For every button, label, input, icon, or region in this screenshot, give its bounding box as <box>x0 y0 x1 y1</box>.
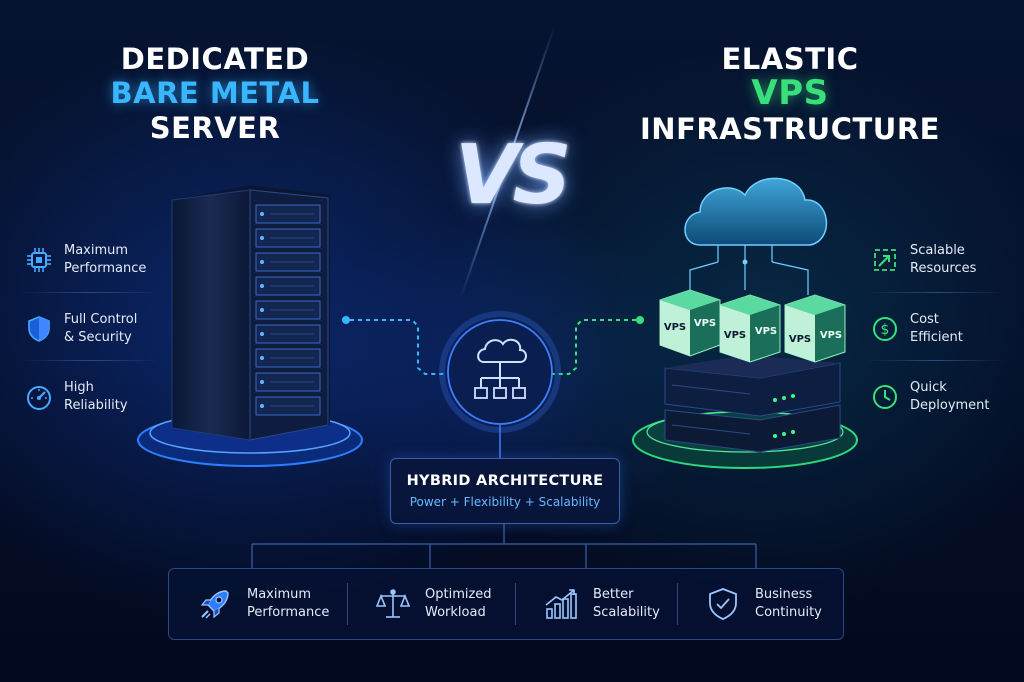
rack-led <box>260 236 264 240</box>
benefit-line1: Business <box>755 587 813 602</box>
vps-label: VPS <box>789 334 811 345</box>
feature-line1: Full Control <box>64 312 138 327</box>
feature-line2: Resources <box>910 261 977 276</box>
feature-line2: Reliability <box>64 398 128 413</box>
server-rack-illustration <box>171 185 330 441</box>
vps-cube-3: VPS VPS <box>784 294 846 363</box>
vps-cubes: VPS VPS VPS VPS VPS VPS <box>659 289 846 363</box>
vs-label: VS <box>455 128 572 223</box>
shield-lock-icon <box>24 314 54 344</box>
separator <box>866 292 1006 293</box>
hybrid-hub-icon <box>439 311 561 458</box>
bottom-tree-lines <box>251 522 757 568</box>
right-title: ELASTIC VPS INFRASTRUCTURE <box>640 44 940 145</box>
benefit-line1: Better <box>593 587 634 602</box>
vps-host-servers <box>664 355 841 453</box>
speedometer-icon <box>24 382 54 412</box>
clock-icon <box>870 382 900 412</box>
benefit-divider <box>515 583 516 625</box>
benefit-line2: Performance <box>247 605 330 620</box>
hybrid-architecture-box: HYBRID ARCHITECTURE Power + Flexibility … <box>390 458 620 524</box>
cloud-illustration <box>684 177 827 295</box>
rack-led <box>260 260 264 264</box>
connector-lines <box>342 316 644 375</box>
left-title-line2: BARE METAL <box>110 76 320 111</box>
right-title-line2: VPS <box>751 73 829 114</box>
vps-label: VPS <box>724 330 746 341</box>
balance-scale-icon <box>373 584 413 624</box>
left-title-line3: SERVER <box>149 110 281 145</box>
right-title-line3: INFRASTRUCTURE <box>640 112 940 147</box>
separator <box>866 360 1006 361</box>
rack-led <box>260 380 264 384</box>
rack-led <box>260 308 264 312</box>
rack-led <box>260 356 264 360</box>
separator <box>20 292 160 293</box>
rack-led <box>260 284 264 288</box>
right-title-line1: ELASTIC <box>721 42 859 76</box>
benefit-line2: Continuity <box>755 605 822 620</box>
hybrid-title: HYBRID ARCHITECTURE <box>406 473 604 489</box>
benefit-divider <box>347 583 348 625</box>
feature-line1: Cost <box>910 312 939 327</box>
shield-check-icon <box>703 584 743 624</box>
feature-line2: & Security <box>64 330 132 345</box>
vps-label: VPS <box>664 322 686 333</box>
cpu-chip-icon <box>24 245 54 275</box>
benefit-line2: Scalability <box>593 605 660 620</box>
vps-cube-1: VPS VPS <box>659 289 721 357</box>
scale-arrows-icon <box>870 245 900 275</box>
benefit-line1: Optimized <box>425 587 492 602</box>
vps-label: VPS <box>820 330 842 341</box>
hybrid-subtitle: Power + Flexibility + Scalability <box>409 495 601 509</box>
benefit-divider <box>677 583 678 625</box>
rack-led <box>260 332 264 336</box>
feature-line1: Maximum <box>64 243 129 258</box>
left-feature-security: Full Control & Security <box>24 311 137 347</box>
feature-line1: High <box>64 380 94 395</box>
separator <box>20 360 160 361</box>
benefit-line2: Workload <box>425 605 486 620</box>
growth-chart-icon <box>541 584 581 624</box>
dollar-coin-icon: $ <box>870 314 900 344</box>
vps-label: VPS <box>755 326 777 337</box>
feature-line1: Quick <box>910 380 947 395</box>
vps-cube-2: VPS VPS <box>719 294 781 363</box>
feature-line2: Efficient <box>910 330 963 345</box>
svg-text:$: $ <box>881 322 890 338</box>
left-title: DEDICATED BARE METAL SERVER <box>90 42 340 145</box>
left-title-line1: DEDICATED <box>120 42 310 76</box>
rocket-icon <box>195 584 235 624</box>
vps-label: VPS <box>694 318 716 329</box>
divider-slash <box>459 24 556 301</box>
rack-led <box>260 212 264 216</box>
feature-line2: Deployment <box>910 398 990 413</box>
benefit-line1: Maximum <box>247 587 312 602</box>
rack-led <box>260 404 264 408</box>
feature-line2: Performance <box>64 261 147 276</box>
feature-line1: Scalable <box>910 243 965 258</box>
